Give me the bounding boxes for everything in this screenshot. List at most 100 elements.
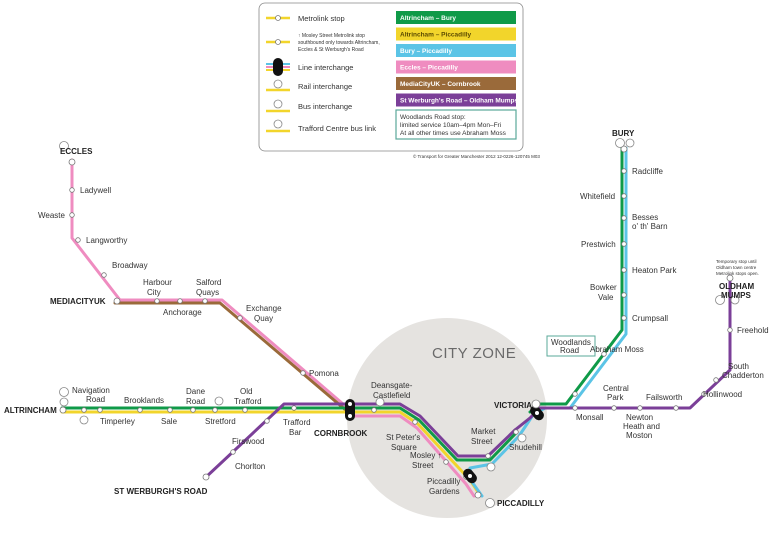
route-key-swatch (396, 11, 516, 24)
station-sale[interactable]: Sale (161, 417, 178, 426)
stop-st-werburghs (202, 473, 210, 481)
station-freehold[interactable]: Freehold (737, 326, 769, 335)
station-heaton-park[interactable]: Heaton Park (632, 266, 677, 275)
station-navigation-road-1[interactable]: Navigation (72, 386, 110, 395)
station-exchange-quay-2[interactable]: Quay (254, 314, 273, 323)
woodlands-note-1: Woodlands Road stop: (400, 114, 466, 121)
station-newton-heath-2[interactable]: Heath and (623, 422, 660, 431)
line-bury-blue (532, 146, 628, 416)
stop-anchorage (177, 298, 183, 304)
station-newton-heath-3[interactable]: Moston (626, 431, 652, 440)
station-south-chadderton-1[interactable]: South (728, 362, 749, 371)
rail-icon (485, 498, 495, 508)
station-trafford-bar-1[interactable]: Trafford (283, 418, 311, 427)
station-st-peters-2[interactable]: Square (391, 443, 417, 452)
station-victoria[interactable]: VICTORIA (494, 401, 532, 410)
station-prestwich[interactable]: Prestwich (581, 240, 616, 249)
stop-exchange-quay (237, 315, 243, 321)
station-bowker-vale-2[interactable]: Vale (598, 293, 614, 302)
legend-bus-interchange: Bus interchange (298, 102, 352, 111)
station-piccadilly-gardens-2[interactable]: Gardens (429, 487, 460, 496)
station-abraham-moss[interactable]: Abraham Moss (590, 345, 644, 354)
station-south-chadderton-2[interactable]: Chadderton (722, 371, 764, 380)
legend-mosley-2: southbound only towards Altrincham, (298, 40, 380, 46)
station-market-street-1[interactable]: Market (471, 427, 496, 436)
station-woodlands-1[interactable]: Woodlands (551, 338, 591, 347)
station-newton-heath-1[interactable]: Newton (626, 413, 653, 422)
station-bowker-vale-1[interactable]: Bowker (590, 283, 617, 292)
station-mediacityuk[interactable]: MEDIACITYUK (50, 297, 106, 306)
station-navigation-road-2[interactable]: Road (86, 395, 105, 404)
station-hollinwood[interactable]: Hollinwood (703, 390, 742, 399)
station-st-peters-1[interactable]: St Peter's (386, 433, 420, 442)
stop-pomona (300, 370, 306, 376)
station-broadway[interactable]: Broadway (112, 261, 148, 270)
station-old-trafford-2[interactable]: Trafford (234, 397, 262, 406)
station-eccles[interactable]: ECCLES (60, 147, 93, 156)
station-harbour-city-1[interactable]: Harbour (143, 278, 172, 287)
station-dane-road-1[interactable]: Dane (186, 387, 206, 396)
station-salford-quays-2[interactable]: Quays (196, 288, 219, 297)
station-failsworth[interactable]: Failsworth (646, 393, 682, 402)
stop-firswood (264, 418, 270, 424)
station-whitefield[interactable]: Whitefield (580, 192, 615, 201)
station-mosley-1[interactable]: Mosley ↑ (410, 451, 442, 460)
station-central-park-2[interactable]: Park (607, 393, 624, 402)
legend-mosley-icon (275, 39, 281, 45)
station-monsall[interactable]: Monsall (576, 413, 604, 422)
station-cornbrook[interactable]: CORNBROOK (314, 429, 368, 438)
station-salford-quays-1[interactable]: Salford (196, 278, 221, 287)
bus-icon (59, 397, 69, 407)
line-city-purple (348, 402, 517, 458)
stop-mediacityuk (113, 297, 121, 305)
station-anchorage[interactable]: Anchorage (163, 308, 202, 317)
legend-mosley-3: Eccles & St Werburgh's Road (298, 47, 364, 53)
station-harbour-city-2[interactable]: City (147, 288, 161, 297)
station-oldham-mumps-2[interactable]: MUMPS (721, 291, 751, 300)
station-bury[interactable]: BURY (612, 129, 635, 138)
route-key-swatch (396, 27, 516, 41)
station-brooklands[interactable]: Brooklands (124, 396, 164, 405)
station-shudehill[interactable]: Shudehill (509, 443, 542, 452)
station-timperley[interactable]: Timperley (100, 417, 135, 426)
station-weaste[interactable]: Weaste (38, 211, 66, 220)
station-deansgate-2[interactable]: Castlefield (373, 391, 410, 400)
stop-south-chadderton (713, 377, 719, 383)
station-piccadilly[interactable]: PICCADILLY (497, 499, 545, 508)
station-chorlton[interactable]: Chorlton (235, 462, 265, 471)
legend-interchange-icon (273, 58, 283, 76)
station-radcliffe[interactable]: Radcliffe (632, 167, 664, 176)
station-besses-1[interactable]: Besses (632, 213, 658, 222)
rail-icon (615, 138, 625, 148)
stop-woodlands-road (572, 391, 578, 397)
station-firswood[interactable]: Firswood (232, 437, 264, 446)
station-altrincham[interactable]: ALTRINCHAM (4, 406, 57, 415)
stop-crumpsall (621, 315, 627, 321)
station-pomona[interactable]: Pomona (309, 369, 339, 378)
station-oldham-mumps-1[interactable]: OLDHAM (719, 282, 754, 291)
station-deansgate-1[interactable]: Deansgate- (371, 381, 413, 390)
station-trafford-bar-2[interactable]: Bar (289, 428, 302, 437)
station-crumpsall[interactable]: Crumpsall (632, 314, 668, 323)
station-woodlands-2[interactable]: Road (560, 346, 579, 355)
station-besses-2[interactable]: o' th' Barn (632, 222, 668, 231)
station-market-street-2[interactable]: Street (471, 437, 493, 446)
station-stretford[interactable]: Stretford (205, 417, 236, 426)
station-dane-road-2[interactable]: Road (186, 397, 205, 406)
stop-salford-quays (202, 298, 208, 304)
station-old-trafford-1[interactable]: Old (240, 387, 252, 396)
station-mosley-2[interactable]: Street (412, 461, 434, 470)
station-ladywell[interactable]: Ladywell (80, 186, 111, 195)
woodlands-note-3: At all other times use Abraham Moss (400, 130, 507, 137)
station-langworthy[interactable]: Langworthy (86, 236, 127, 245)
legend-stop: Metrolink stop (298, 14, 345, 23)
bus-icon (273, 119, 283, 129)
station-exchange-quay-1[interactable]: Exchange (246, 304, 282, 313)
city-zone-label: CITY ZONE (432, 345, 516, 362)
station-st-werburghs[interactable]: ST WERBURGH'S ROAD (114, 487, 208, 496)
station-piccadilly-gardens-1[interactable]: Piccadilly (427, 477, 460, 486)
line-mediacity-brown (113, 301, 350, 414)
station-central-park-1[interactable]: Central (603, 384, 629, 393)
